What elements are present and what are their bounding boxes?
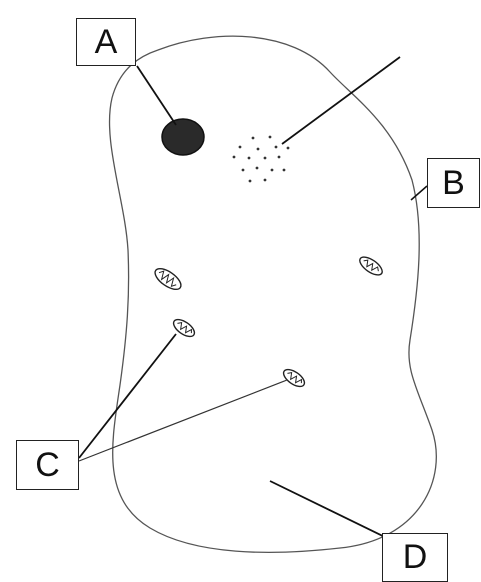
leader-line-c-lower xyxy=(79,380,287,461)
ribosome-dots xyxy=(233,136,290,183)
leader-line-d xyxy=(270,481,391,540)
label-c: C xyxy=(16,440,79,490)
mitochondrion-4 xyxy=(281,366,308,390)
label-d: D xyxy=(382,533,448,582)
cell-membrane xyxy=(109,36,436,552)
label-b: B xyxy=(427,158,480,208)
label-a: A xyxy=(76,18,136,66)
mitochondrion-2 xyxy=(357,254,385,279)
mitochondrion-1 xyxy=(152,265,185,294)
leader-line-c-upper xyxy=(79,334,176,458)
nucleus xyxy=(162,119,204,155)
leader-line-a xyxy=(137,66,176,125)
leader-line-ribosomes xyxy=(282,57,400,144)
